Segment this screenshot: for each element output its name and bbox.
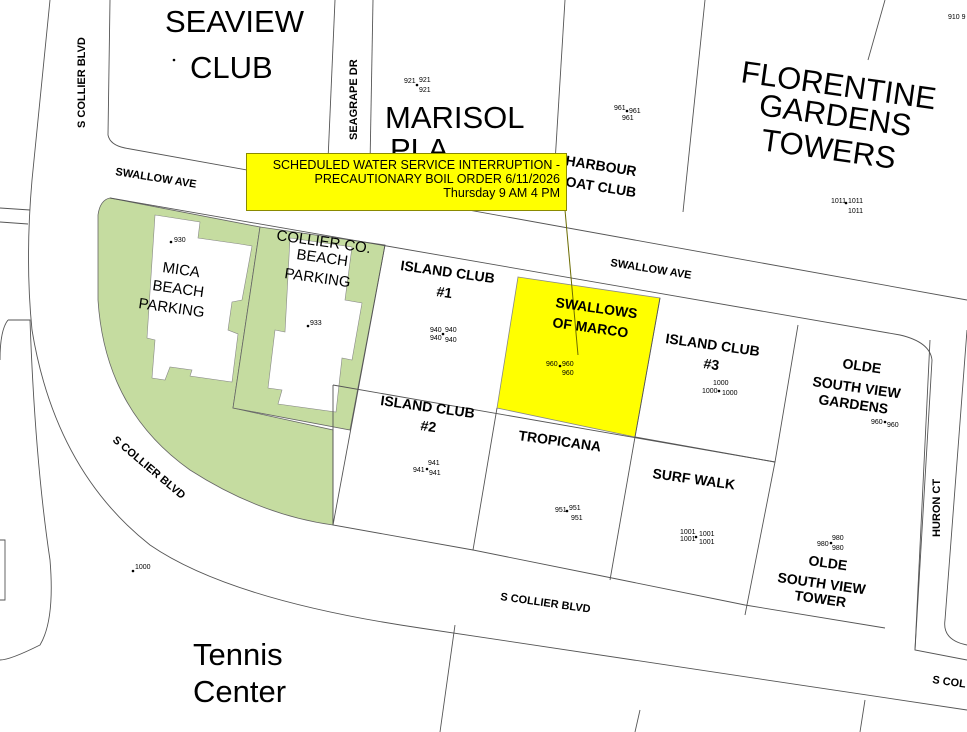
- olde-gardens-label-1: OLDE: [842, 355, 883, 376]
- island-club-2-label-2: #2: [420, 417, 438, 435]
- olde-tower-label-3: TOWER: [794, 587, 848, 610]
- address-number: 921: [419, 87, 431, 94]
- address-number: 951: [571, 515, 583, 522]
- address-number: 933: [310, 320, 322, 327]
- address-number: 961: [629, 108, 641, 115]
- address-number: 940: [430, 335, 442, 342]
- address-number: 1001: [680, 536, 696, 543]
- island-club-1-label-2: #1: [436, 283, 454, 301]
- address-number: 1001: [699, 539, 715, 546]
- olde-tower-label-1: OLDE: [808, 552, 849, 573]
- address-points: 921 921 921 961 961 961 1011 1011 1011 9…: [131, 14, 966, 573]
- island-club-2-label-1: ISLAND CLUB: [380, 392, 476, 421]
- tennis-label-2: Center: [193, 674, 286, 709]
- address-number: 960: [562, 361, 574, 368]
- street-label-huron: HURON CT: [931, 479, 943, 537]
- address-number: 951: [569, 505, 581, 512]
- collier-building-footprint: [267, 237, 363, 413]
- address-number: 1000: [713, 380, 729, 387]
- address-number: 1011: [831, 198, 846, 205]
- address-number: 960: [562, 370, 574, 377]
- address-number: 910 9: [948, 14, 966, 21]
- address-number: 940: [430, 327, 442, 334]
- address-number: 1001: [699, 531, 715, 538]
- street-label-swallow-right: SWALLOW AVE: [610, 257, 693, 282]
- mica-building-footprint: [146, 214, 253, 383]
- marisol-label-1: MARISOL: [385, 100, 525, 135]
- address-number: 921: [404, 78, 416, 85]
- address-number: 961: [614, 105, 626, 112]
- address-number: 941: [413, 467, 425, 474]
- notice-line-3: Thursday 9 AM 4 PM: [443, 186, 560, 200]
- callout-leader: [564, 209, 579, 356]
- seaview-label-1: SEAVIEW: [165, 4, 305, 39]
- address-number: 1000: [722, 390, 738, 397]
- address-number: 940: [445, 327, 457, 334]
- street-label-seagrape: SEAGRAPE DR: [348, 59, 360, 140]
- service-interruption-notice: SCHEDULED WATER SERVICE INTERRUPTION - P…: [246, 153, 567, 211]
- mica-label-1: MICA: [161, 259, 201, 281]
- tropicana-label: TROPICANA: [518, 427, 603, 454]
- island-club-3-label-2: #3: [703, 355, 721, 373]
- address-number: 941: [428, 460, 440, 467]
- address-number: 961: [622, 115, 634, 122]
- address-number: 1000: [135, 564, 151, 571]
- street-label-s-col-right: S COL: [932, 674, 967, 691]
- address-number: 1000: [702, 388, 718, 395]
- address-number: 930: [174, 237, 186, 244]
- address-number: 921: [419, 77, 431, 84]
- island-club-3-label-1: ISLAND CLUB: [665, 330, 761, 359]
- tennis-label-1: Tennis: [193, 637, 283, 672]
- notice-line-1: SCHEDULED WATER SERVICE INTERRUPTION -: [272, 158, 560, 172]
- address-number: 960: [546, 361, 558, 368]
- address-number: 980: [817, 541, 829, 548]
- address-number: 980: [832, 545, 844, 552]
- address-number: 960: [871, 419, 883, 426]
- street-label-swallow-left: SWALLOW AVE: [115, 166, 198, 191]
- notice-line-2: PRECAUTIONARY BOIL ORDER 6/11/2026: [314, 172, 560, 186]
- address-number: 960: [887, 422, 899, 429]
- address-number: 1011: [848, 198, 863, 205]
- address-number: 951: [555, 507, 567, 514]
- surf-walk-label: SURF WALK: [652, 465, 737, 492]
- street-label-s-collier-bottom: S COLLIER BLVD: [500, 591, 592, 616]
- seaview-label-2: CLUB: [190, 50, 273, 85]
- address-number: 980: [832, 535, 844, 542]
- address-number: 1011: [848, 208, 863, 215]
- parcel-dot: [172, 58, 176, 62]
- street-label-s-collier-vertical: S COLLIER BLVD: [76, 37, 88, 128]
- address-number: 1001: [680, 529, 696, 536]
- address-number: 941: [429, 470, 441, 477]
- island-club-1-label-1: ISLAND CLUB: [400, 257, 496, 286]
- address-number: 940: [445, 337, 457, 344]
